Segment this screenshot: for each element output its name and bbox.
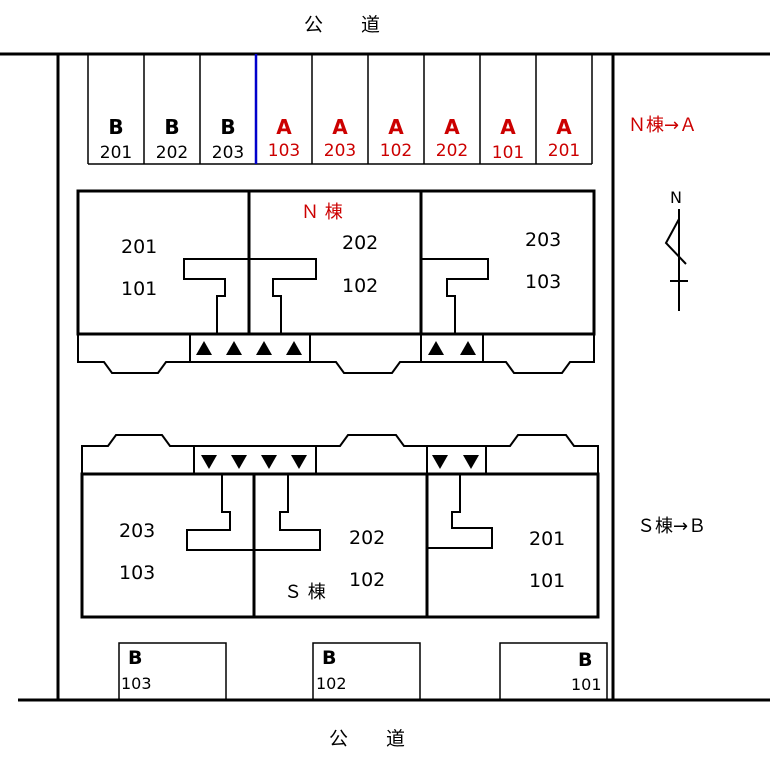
south-building-name: Ｓ 棟 bbox=[284, 582, 326, 603]
legend-north: Ｎ棟→Ａ bbox=[628, 115, 698, 136]
north-unit-lower: 103 bbox=[525, 271, 562, 293]
bottom-parking-boxes bbox=[118, 642, 608, 701]
parking-number: 101 bbox=[491, 143, 525, 163]
parking-number: 203 bbox=[211, 143, 245, 163]
parking-letter: B bbox=[108, 115, 124, 139]
north-unit-upper: 203 bbox=[525, 229, 562, 251]
parking-number: 101 bbox=[571, 675, 602, 694]
parking-number: 201 bbox=[547, 141, 581, 161]
parking-number: 103 bbox=[267, 141, 301, 161]
parking-letter: A bbox=[500, 115, 516, 139]
parking-letter: B bbox=[220, 115, 236, 139]
south-building-outline bbox=[80, 472, 600, 619]
north-unit-upper: 201 bbox=[121, 236, 158, 258]
north-unit-upper: 202 bbox=[342, 232, 379, 254]
parking-letter: A bbox=[556, 115, 572, 139]
parking-letter: A bbox=[388, 115, 404, 139]
top-road-label: 公 道 bbox=[304, 14, 381, 36]
parking-number: 102 bbox=[379, 141, 413, 161]
south-unit-lower: 101 bbox=[529, 570, 566, 592]
compass-letter: N bbox=[670, 188, 682, 207]
south-unit-upper: 201 bbox=[529, 528, 566, 550]
parking-letter: B bbox=[128, 647, 143, 669]
parking-letter: A bbox=[444, 115, 460, 139]
bottom-road-label: 公 道 bbox=[329, 728, 406, 750]
parking-letter: A bbox=[332, 115, 348, 139]
north-unit-lower: 102 bbox=[342, 275, 379, 297]
parking-letter: A bbox=[276, 115, 292, 139]
north-entrance-arrows bbox=[196, 341, 476, 355]
north-balconies bbox=[77, 334, 595, 374]
parking-letter: B bbox=[164, 115, 180, 139]
top-parking-lines bbox=[87, 54, 593, 165]
north-building-outline bbox=[76, 189, 596, 336]
north-building-name: Ｎ 棟 bbox=[301, 202, 343, 223]
parking-number: 203 bbox=[323, 141, 357, 161]
parking-number: 103 bbox=[121, 674, 152, 693]
south-stairs bbox=[186, 474, 493, 551]
parking-number: 202 bbox=[155, 143, 189, 163]
parking-number: 201 bbox=[99, 143, 133, 163]
compass-symbol bbox=[664, 209, 688, 311]
parking-letter: B bbox=[322, 647, 337, 669]
south-entrance-arrows bbox=[201, 455, 479, 469]
south-unit-upper: 202 bbox=[349, 527, 386, 549]
south-unit-upper: 203 bbox=[119, 520, 156, 542]
parking-letter: B bbox=[578, 649, 593, 671]
south-unit-lower: 103 bbox=[119, 562, 156, 584]
north-stairs bbox=[183, 258, 489, 334]
north-unit-lower: 101 bbox=[121, 278, 158, 300]
legend-south: Ｓ棟→Ｂ bbox=[637, 516, 707, 537]
south-balconies bbox=[81, 434, 599, 474]
parking-number: 102 bbox=[316, 674, 347, 693]
parking-number: 202 bbox=[435, 141, 469, 161]
south-unit-lower: 102 bbox=[349, 569, 386, 591]
